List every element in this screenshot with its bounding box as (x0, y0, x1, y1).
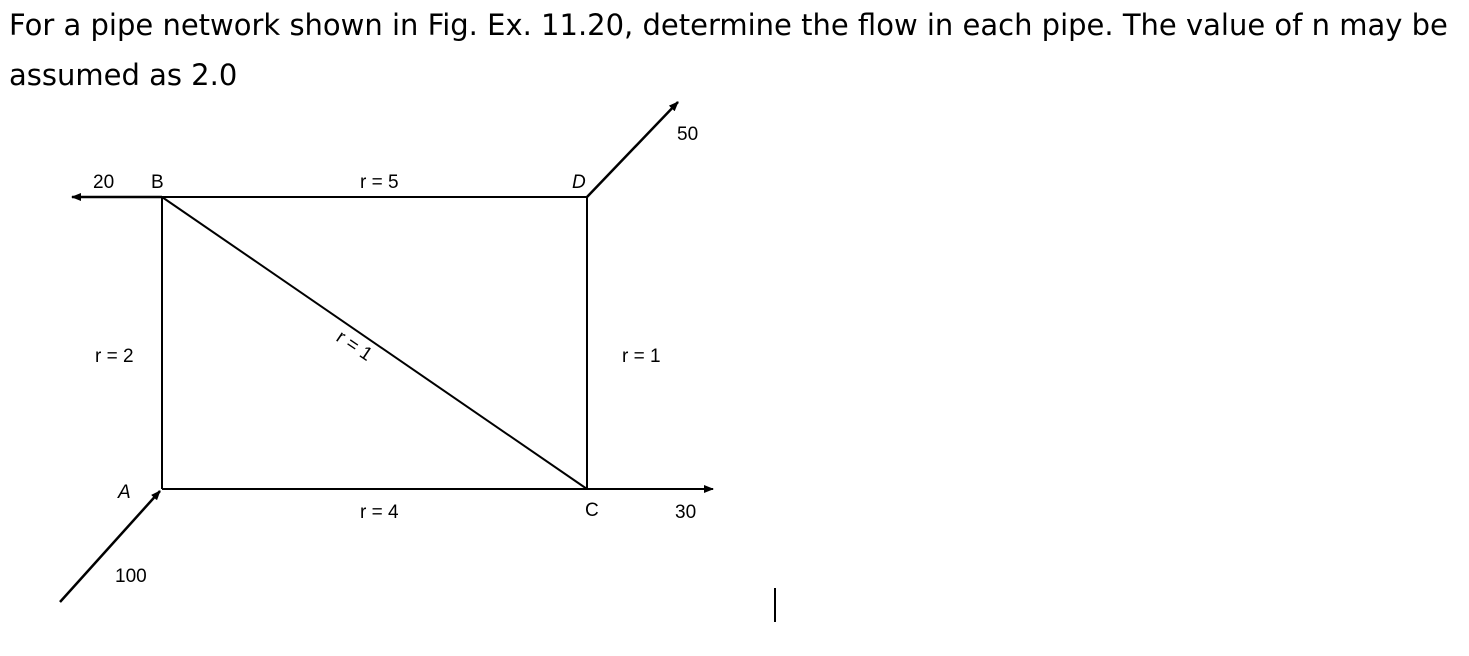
node-label-b: B (151, 172, 164, 193)
pipe-label-bd: r = 5 (360, 172, 399, 193)
node-label-c: C (585, 500, 599, 521)
pipe-label-ac: r = 4 (360, 502, 399, 523)
flow-label-outflow-c: 30 (675, 502, 696, 523)
pipe-label-ab: r = 2 (95, 346, 134, 367)
flow-label-inflow-a: 100 (115, 566, 147, 587)
pipe-label-bc: r = 1 (332, 327, 376, 366)
pipe-bc (161, 196, 588, 490)
node-label-a: A (117, 482, 131, 503)
text-cursor (774, 588, 776, 622)
flow-label-outflow-d: 50 (677, 124, 698, 145)
pipe-label-dc: r = 1 (622, 346, 661, 367)
inflow-arrow-a (59, 490, 161, 603)
flow-label-outflow-b: 20 (93, 172, 114, 193)
outflow-arrow-d (586, 101, 679, 198)
question-text: For a pipe network shown in Fig. Ex. 11.… (9, 8, 1448, 92)
node-label-d: D (572, 172, 586, 193)
